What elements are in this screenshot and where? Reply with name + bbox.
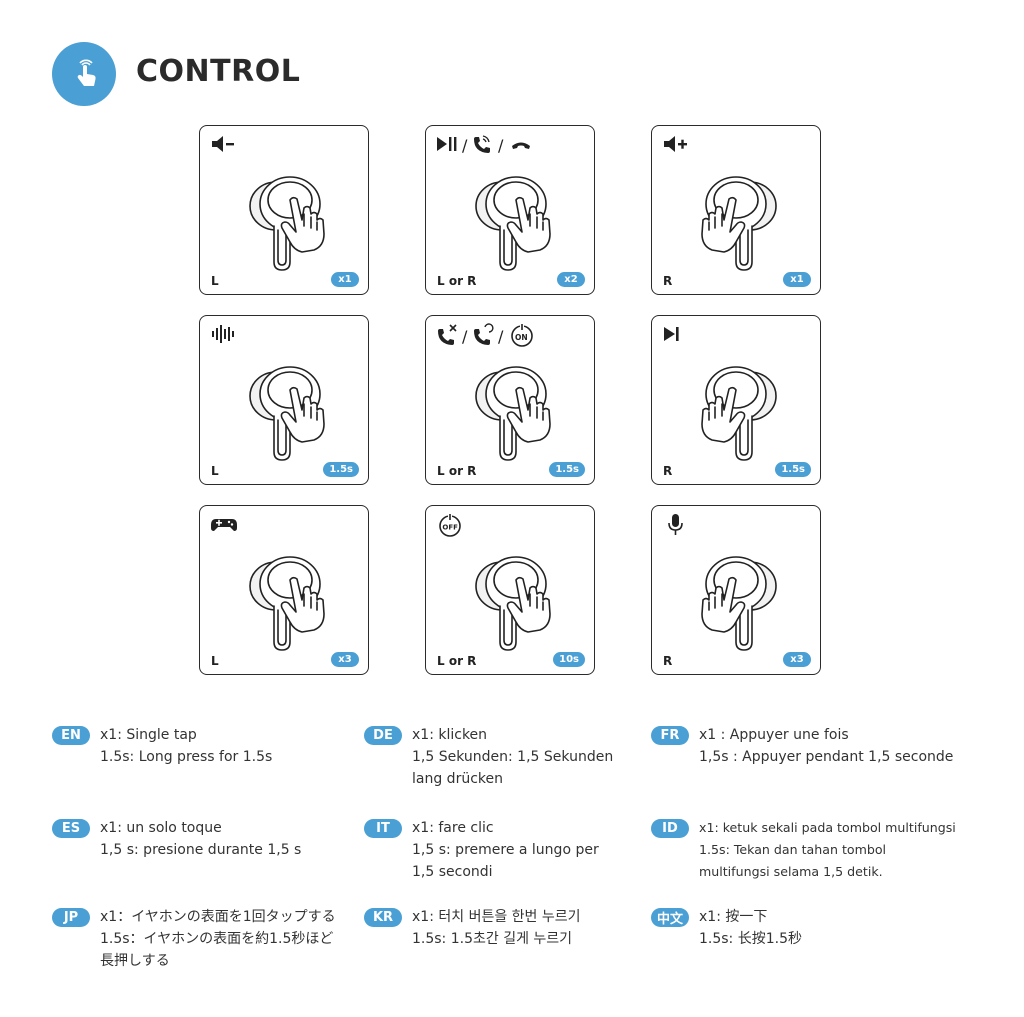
svg-text:OFF: OFF [442, 524, 458, 532]
earbud-tap-illustration [240, 170, 334, 272]
touch-tap-icon [52, 42, 116, 106]
control-card: R 1.5s [651, 315, 821, 485]
earbud-side-label: L or R [437, 654, 477, 668]
gesture-badge: x1 [331, 272, 359, 287]
instruction-line: 1,5s : Appuyer pendant 1,5 seconde [699, 749, 954, 765]
language-code-badge: KR [364, 908, 402, 927]
svg-text:/: / [462, 327, 468, 346]
gesture-badge: 1.5s [549, 462, 585, 477]
earbud-tap-illustration [466, 360, 560, 462]
language-code-badge: 中文 [651, 908, 689, 927]
language-code-badge: ES [52, 819, 90, 838]
language-block: FR x1 : Appuyer une fois 1,5s : Appuyer pe… [651, 724, 953, 768]
language-code-badge: ID [651, 819, 689, 838]
language-block: ES x1: un solo toque 1,5 s: presione duran… [52, 817, 301, 861]
instruction-line: 1.5s: Long press for 1.5s [100, 749, 273, 765]
instruction-line: x1: 按一下 [699, 909, 768, 925]
language-code-badge: JP [52, 908, 90, 927]
gesture-badge: 1.5s [323, 462, 359, 477]
earbud-side-label: L or R [437, 274, 477, 288]
instruction-line: 1.5s: Tekan dan tahan tombol multifungsi… [699, 842, 887, 879]
language-code-badge: DE [364, 726, 402, 745]
language-block: 中文 x1: 按一下 1.5s: 长按1.5秒 [651, 906, 802, 950]
instruction-line: x1: fare clic [412, 820, 494, 836]
earbud-tap-illustration [692, 170, 786, 272]
earbud-side-label: R [663, 464, 673, 478]
language-instructions: x1: ketuk sekali pada tombol multifungsi… [699, 817, 956, 883]
language-code-badge: IT [364, 819, 402, 838]
earbud-tap-illustration [466, 550, 560, 652]
language-instructions: x1: klicken 1,5 Sekunden: 1,5 Sekunden la… [412, 724, 613, 790]
gesture-badge: 1.5s [775, 462, 811, 477]
earbud-side-label: R [663, 274, 673, 288]
language-instructions: x1: un solo toque 1,5 s: presione durante… [100, 817, 301, 861]
earbud-tap-illustration [692, 360, 786, 462]
gesture-badge: x2 [557, 272, 585, 287]
instruction-line: x1: klicken [412, 727, 488, 743]
instruction-line: x1: ketuk sekali pada tombol multifungsi [699, 820, 956, 835]
language-instructions: x1: 터치 버튼을 한번 누르기 1.5s: 1.5초간 길게 누르기 [412, 906, 581, 950]
earbud-side-label: L [211, 464, 219, 478]
language-instructions: x1: 按一下 1.5s: 长按1.5秒 [699, 906, 802, 950]
gesture-badge: x1 [783, 272, 811, 287]
power-off-icon: OFF [436, 512, 466, 537]
volume-up-icon [662, 132, 692, 156]
language-code-badge: EN [52, 726, 90, 745]
reject-switch-call-power-on-icon: / / ON [436, 322, 556, 347]
earbud-side-label: L [211, 654, 219, 668]
instruction-line: x1: Single tap [100, 727, 197, 743]
earbud-tap-illustration [240, 360, 334, 462]
earbud-side-label: L [211, 274, 219, 288]
language-instructions: x1: Single tap 1.5s: Long press for 1.5s [100, 724, 272, 768]
earbud-side-label: R [663, 654, 673, 668]
svg-text:/: / [462, 136, 468, 155]
svg-text:/: / [498, 327, 504, 346]
gesture-badge: x3 [331, 652, 359, 667]
instruction-line: 1,5 Sekunden: 1,5 Sekunden lang drücken [412, 749, 614, 787]
instruction-line: x1：イヤホンの表面を1回タップする [100, 909, 336, 925]
language-instructions: x1：イヤホンの表面を1回タップする 1.5s：イヤホンの表面を約1.5秒ほど 長… [100, 906, 336, 972]
page-title: CONTROL [136, 54, 301, 89]
language-block: KR x1: 터치 버튼을 한번 누르기 1.5s: 1.5초간 길게 누르기 [364, 906, 581, 950]
control-card: OFF L or R 10s [425, 505, 595, 675]
earbud-side-label: L or R [437, 464, 477, 478]
control-card: L 1.5s [199, 315, 369, 485]
earbud-tap-illustration [692, 550, 786, 652]
gesture-badge: 10s [553, 652, 585, 667]
gesture-badge: x3 [783, 652, 811, 667]
instruction-line: 1,5 s: presione durante 1,5 s [100, 842, 302, 858]
language-instructions: x1 : Appuyer une fois 1,5s : Appuyer pend… [699, 724, 953, 768]
play-pause-answer-hangup-icon: // [436, 132, 554, 156]
language-block: ID x1: ketuk sekali pada tombol multifung… [651, 817, 956, 883]
language-block: EN x1: Single tap 1.5s: Long press for 1.5… [52, 724, 272, 768]
language-block: JP x1：イヤホンの表面を1回タップする 1.5s：イヤホンの表面を約1.5秒ほど… [52, 906, 336, 972]
language-block: IT x1: fare clic 1,5 s: premere a lungo pe… [364, 817, 599, 883]
instruction-line: 1,5 s: premere a lungo per 1,5 secondi [412, 842, 599, 880]
instruction-line: x1: 터치 버튼을 한번 누르기 [412, 909, 581, 925]
svg-text:ON: ON [515, 333, 528, 342]
language-instructions: x1: fare clic 1,5 s: premere a lungo per … [412, 817, 599, 883]
instruction-line: 1.5s: 1.5초간 길게 누르기 [412, 931, 573, 947]
instruction-line: 1.5s: 长按1.5秒 [699, 931, 802, 947]
earbud-tap-illustration [240, 550, 334, 652]
svg-text:/: / [498, 136, 504, 155]
control-card: / / ON L or R 1.5s [425, 315, 595, 485]
instruction-line: x1 : Appuyer une fois [699, 727, 849, 743]
game-mode-icon [210, 512, 240, 536]
instruction-line: x1: un solo toque [100, 820, 222, 836]
microphone-icon [662, 512, 692, 536]
language-code-badge: FR [651, 726, 689, 745]
language-block: DE x1: klicken 1,5 Sekunden: 1,5 Sekunden … [364, 724, 613, 790]
earbud-tap-illustration [466, 170, 560, 272]
instruction-line: 1.5s：イヤホンの表面を約1.5秒ほど 長押しする [100, 931, 334, 969]
volume-down-icon [210, 132, 240, 156]
next-track-icon [662, 322, 692, 346]
sound-mode-icon [210, 322, 240, 346]
